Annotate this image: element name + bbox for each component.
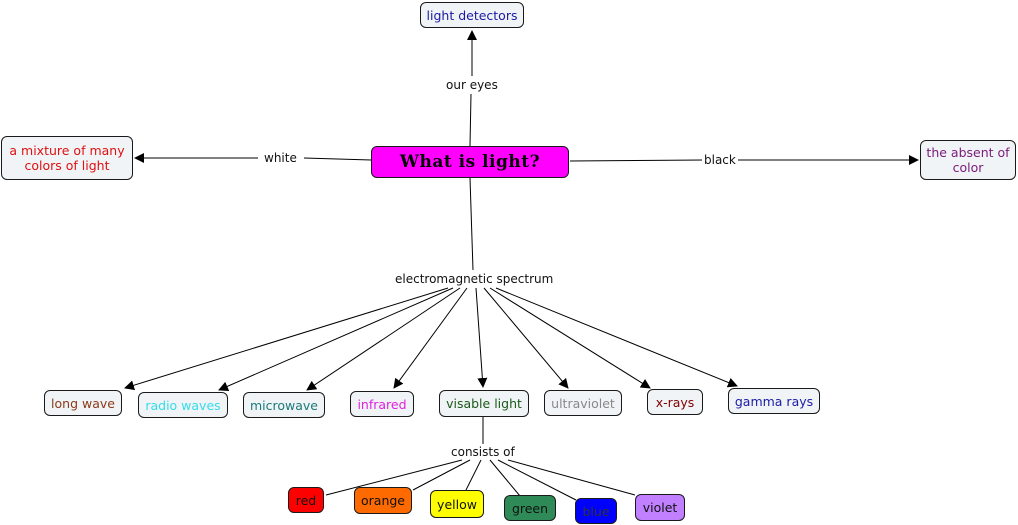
link-label-consists-of: consists of — [449, 445, 517, 459]
node-orange[interactable]: orange — [354, 487, 412, 514]
node-red[interactable]: red — [288, 487, 324, 513]
link-label-white: white — [262, 151, 299, 165]
node-gamma-rays[interactable]: gamma rays — [728, 388, 820, 414]
node-long-wave[interactable]: long wave — [44, 390, 122, 416]
node-violet[interactable]: violet — [635, 494, 685, 521]
node-blue[interactable]: blue — [575, 498, 617, 524]
node-microwave[interactable]: microwave — [243, 392, 325, 418]
center-node[interactable]: What is light? — [371, 146, 569, 178]
node-absent-color[interactable]: the absent of color — [920, 140, 1016, 180]
node-radio-waves[interactable]: radio waves — [138, 392, 228, 418]
node-infrared[interactable]: infrared — [350, 391, 414, 417]
link-label-our-eyes: our eyes — [444, 78, 500, 92]
node-green[interactable]: green — [504, 495, 556, 521]
node-visable-light[interactable]: visable light — [439, 390, 529, 417]
node-light-detectors[interactable]: light detectors — [420, 2, 524, 28]
link-label-em-spectrum: electromagnetic spectrum — [393, 272, 556, 286]
node-x-rays[interactable]: x-rays — [647, 389, 703, 415]
node-yellow[interactable]: yellow — [430, 490, 484, 518]
node-ultraviolet[interactable]: ultraviolet — [544, 390, 622, 416]
link-label-black: black — [702, 153, 738, 167]
node-white-mixture[interactable]: a mixture of many colors of light — [1, 136, 133, 180]
